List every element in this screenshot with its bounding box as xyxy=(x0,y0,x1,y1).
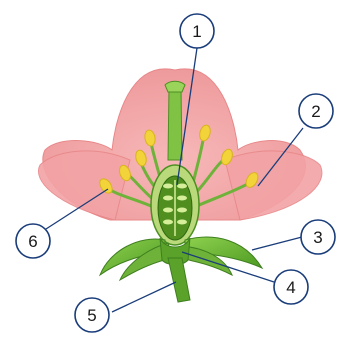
left-petal xyxy=(38,151,130,220)
stigma xyxy=(165,81,185,92)
style xyxy=(168,88,182,160)
peduncle xyxy=(168,258,190,302)
ovule xyxy=(163,184,173,189)
label-1: 1 xyxy=(180,14,214,48)
label-4: 4 xyxy=(274,270,308,304)
label-6: 6 xyxy=(16,224,50,258)
ovule xyxy=(163,220,173,225)
label-3: 3 xyxy=(301,220,335,254)
label-number: 4 xyxy=(286,278,295,297)
ovule xyxy=(177,208,187,213)
ovule xyxy=(177,184,187,189)
ovule xyxy=(163,208,173,213)
leader-line-3 xyxy=(252,237,302,250)
label-number: 3 xyxy=(313,228,322,247)
label-2: 2 xyxy=(299,94,333,128)
label-number: 2 xyxy=(311,102,320,121)
leader-line-5 xyxy=(112,282,176,312)
label-number: 5 xyxy=(87,306,96,325)
label-5: 5 xyxy=(75,298,109,332)
ovule xyxy=(163,196,173,201)
right-petal xyxy=(225,151,322,220)
label-number: 6 xyxy=(28,232,37,251)
label-number: 1 xyxy=(192,22,201,41)
ovule xyxy=(177,196,187,201)
ovule xyxy=(177,220,187,225)
